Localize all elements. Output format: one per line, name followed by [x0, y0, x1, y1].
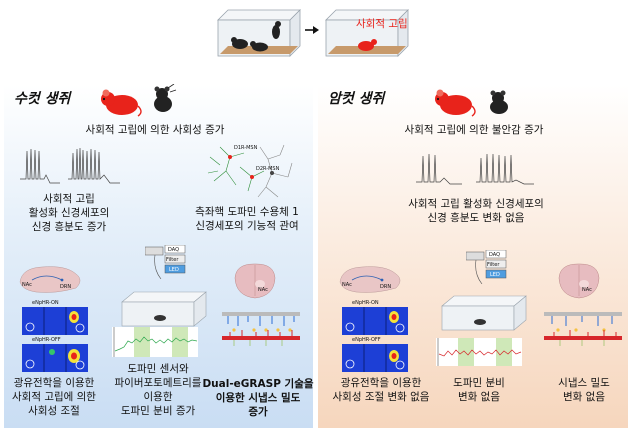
male-dopamine-trace	[112, 327, 198, 357]
male-synapse-diagram	[220, 302, 302, 352]
female-nac-label: NAc	[342, 282, 352, 288]
female-filter-label: Filter	[487, 262, 500, 268]
female-daq-label: DAQ	[489, 252, 501, 258]
female-anxiety-text: 사회적 고립에 의한 불안감 증가	[404, 124, 544, 136]
male-led-label: LED	[169, 267, 179, 273]
male-nac-label: NAc	[22, 282, 32, 288]
d2r-msn-label: D2R-MSN	[256, 166, 280, 172]
female-brain-diagram	[336, 262, 406, 294]
msn-neuron-network	[200, 137, 300, 205]
male-enphr-on-label: eNpHR-ON	[32, 300, 59, 306]
male-photometry-box	[145, 245, 205, 279]
female-red-mouse-icon	[432, 88, 476, 118]
male-daq-label: DAQ	[168, 247, 180, 253]
male-photometry-arena	[120, 290, 210, 328]
female-spike-trace	[416, 148, 536, 188]
female-photometry-arena	[440, 294, 530, 332]
male-filter-label: Filter	[166, 257, 179, 263]
male-spike-trace	[20, 145, 130, 187]
male-neuron-activity: 사회적 고립 활성화 신경세포의 신경 흥분도 증가	[28, 193, 110, 233]
male-title: 수컷 생쥐	[14, 91, 71, 107]
female-black-mouse-icon	[484, 90, 514, 116]
isolation-label: 사회적 고립	[356, 18, 408, 30]
female-photometry-box	[466, 250, 526, 284]
male-brain-diagram	[16, 262, 86, 294]
female-brain-section	[556, 262, 602, 300]
male-sociability-text: 사회적 고립에 의한 사회성 증가	[85, 124, 225, 136]
male-heatmap-on	[22, 307, 88, 335]
female-synapse-text: 시냅스 밀도 변화 없음	[558, 377, 610, 403]
male-nac-core-label: NAc	[258, 287, 268, 293]
d1r-role-text: 측좌핵 도파민 수용체 1 신경세포의 기능적 관여	[195, 206, 299, 232]
female-dopamine-text: 도파민 분비 변화 없음	[453, 377, 505, 403]
arrow-right-icon	[305, 25, 319, 35]
female-led-label: LED	[490, 272, 500, 278]
red-mouse-icon	[98, 88, 142, 118]
male-drn-label: DRN	[60, 284, 72, 290]
group-housing-cage	[210, 2, 302, 60]
female-drn-label: DRN	[380, 284, 392, 290]
female-dopamine-trace	[436, 338, 522, 366]
isolation-cage	[318, 2, 410, 60]
male-brain-section	[232, 262, 278, 300]
male-enphr-off-label: eNpHR-OFF	[32, 337, 61, 343]
female-heatmap-on	[342, 307, 408, 335]
male-optogenetics-text: 광유전학을 이용한 사회적 고립에 의한 사회성 조절	[12, 377, 96, 417]
female-title: 암컷 생쥐	[328, 91, 385, 107]
female-neuron-activity: 사회적 고립 활성화 신경세포의 신경 흥분도 변화 없음	[408, 198, 544, 224]
male-heatmap-off	[22, 344, 88, 372]
female-synapse-diagram	[542, 302, 624, 352]
male-synapse-text: Dual-eGRASP 기술을 이용한 시냅스 밀도 증가	[202, 378, 314, 418]
female-heatmap-off	[342, 344, 408, 372]
female-nac-core-label: NAc	[582, 287, 592, 293]
d1r-msn-label: D1R-MSN	[234, 145, 258, 151]
female-enphr-on-label: eNpHR-ON	[352, 300, 379, 306]
female-optogenetics-text: 광유전학을 이용한 사회성 조절 변화 없음	[332, 377, 430, 403]
black-mouse-icon	[148, 84, 178, 114]
female-enphr-off-label: eNpHR-OFF	[352, 337, 381, 343]
male-dopamine-text: 도파민 센서와 파이버포토메트리를 이용한 도파민 분비 증가	[114, 363, 202, 417]
